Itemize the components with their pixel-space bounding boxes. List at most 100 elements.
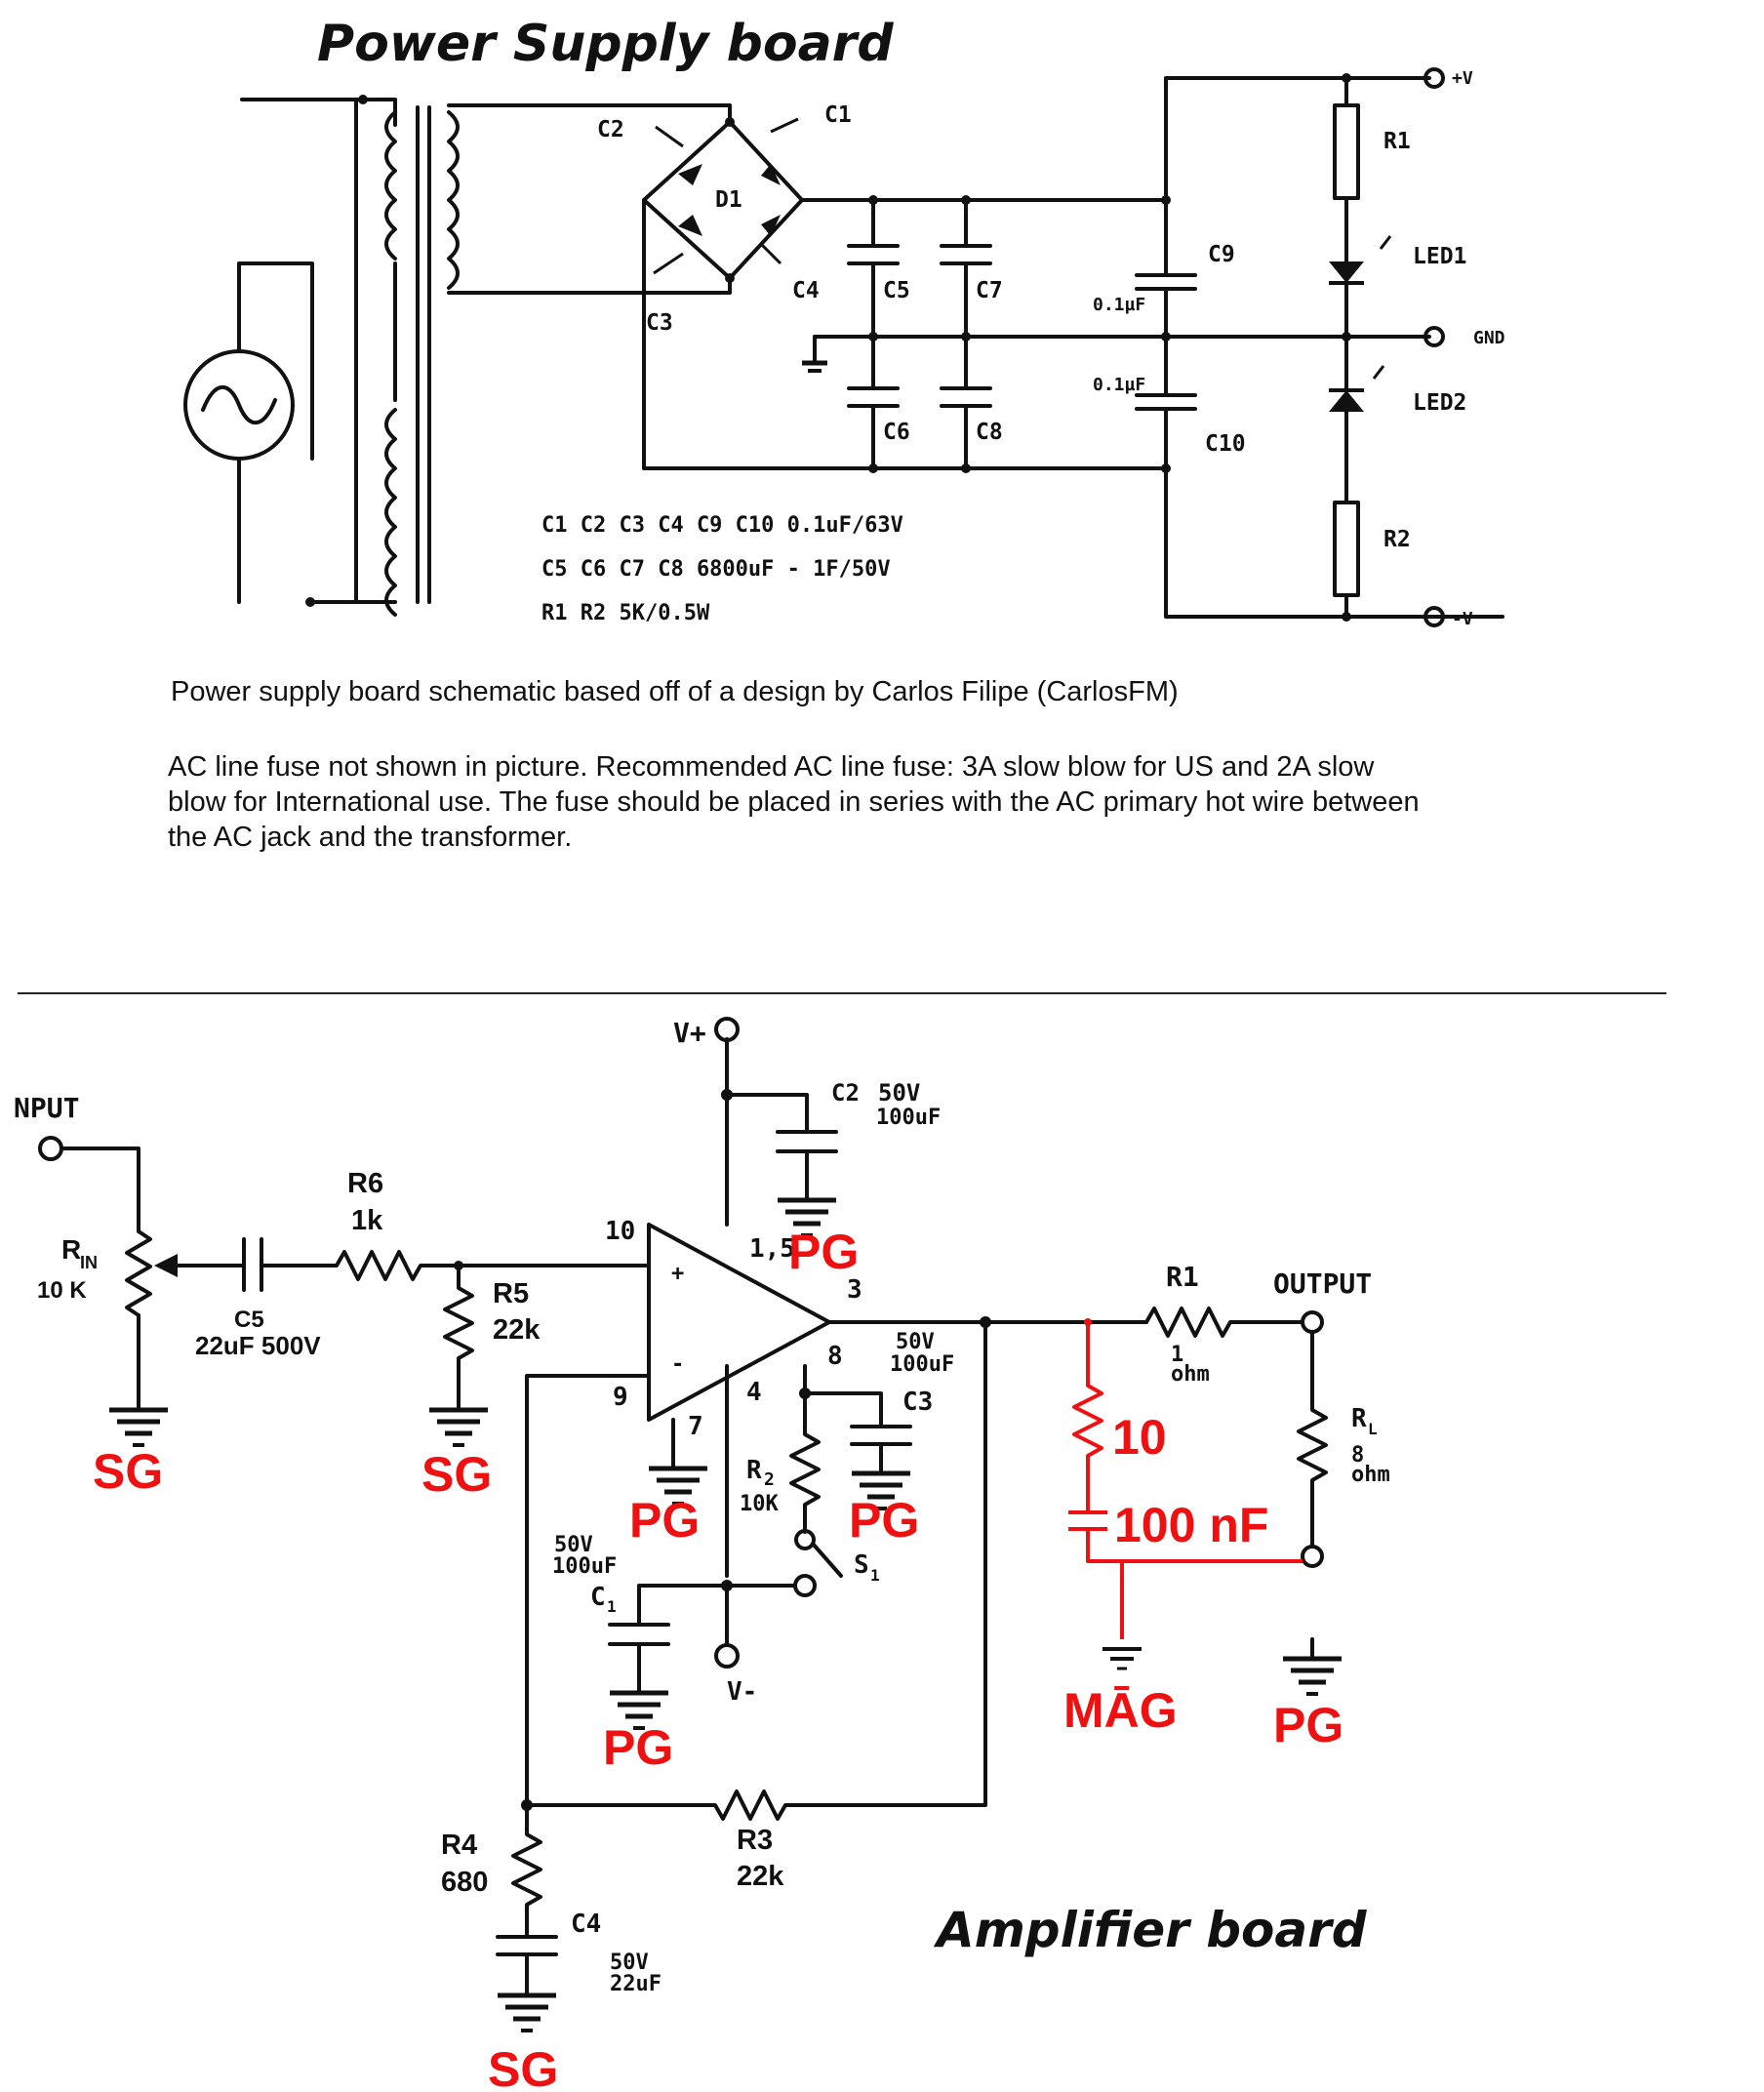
ps-label-c6: C6 [883, 420, 910, 445]
ps-note-fuse-line-1: AC line fuse not shown in picture. Recom… [168, 751, 1375, 783]
r4-c4-network [496, 1803, 558, 1997]
amp-pin-15: 1,5 [749, 1234, 795, 1264]
amp-label-rl-unit: ohm [1351, 1463, 1390, 1487]
amp-label-r3: R3 [737, 1825, 773, 1856]
power-supply-board: Power Supply board [168, 15, 1505, 853]
amp-label-rin-value: 10 K [37, 1277, 87, 1304]
amp-label-c1-sub: 1 [607, 1597, 617, 1616]
amp-label-r6-value: 1k [351, 1205, 383, 1236]
amp-label-vplus: V+ [673, 1017, 706, 1049]
amp-label-r1-value: 1 [1171, 1343, 1183, 1367]
c1-capacitor [608, 1584, 797, 1695]
amp-label-r2: R [746, 1456, 762, 1485]
rin-potentiometer [125, 1229, 152, 1317]
bridge-rectifier [642, 117, 1168, 470]
input-terminal [38, 1136, 63, 1161]
pg-label-c1: PG [603, 1720, 673, 1775]
amp-label-rl-value: 8 [1351, 1443, 1364, 1468]
ps-label-r1: R1 [1383, 129, 1411, 154]
amp-label-r1: R1 [1166, 1261, 1199, 1293]
sg-label-input: SG [93, 1444, 163, 1499]
amp-label-r4-value: 680 [441, 1867, 488, 1898]
amp-input-minus: - [671, 1352, 684, 1377]
ps-label-c4: C4 [792, 278, 820, 303]
transformer [240, 95, 732, 617]
pg-label-pin7: PG [629, 1493, 700, 1548]
amp-label-rin-sub: IN [80, 1253, 98, 1272]
amp-label-input: NPUT [14, 1092, 79, 1124]
rl-load [1297, 1330, 1328, 1549]
zobel-network [1068, 1318, 1303, 1670]
amp-pin-8: 8 [827, 1342, 843, 1371]
amplifier-title: Amplifier board [933, 1902, 1368, 1958]
amp-label-vminus: V- [727, 1677, 757, 1707]
ps-note-design: Power supply board schematic based off o… [171, 676, 1179, 707]
amp-label-r5-value: 22k [493, 1314, 541, 1346]
ps-bom-line-3: R1 R2 5K/0.5W [541, 601, 710, 625]
sg-label-r5: SG [421, 1447, 492, 1502]
vplus-terminal [714, 1017, 740, 1042]
amp-label-c3: C3 [902, 1388, 933, 1417]
ps-label-c9: C9 [1208, 242, 1235, 267]
amp-label-c3-voltage: 50V [896, 1330, 935, 1354]
power-amp-ic [647, 1223, 831, 1422]
power-supply-title: Power Supply board [317, 15, 894, 73]
zobel-resistor-annotation: 10 [1112, 1410, 1167, 1465]
amp-label-c4-value: 22uF [610, 1972, 662, 1996]
amp-label-r3-value: 22k [737, 1861, 784, 1892]
amp-pin-9: 9 [613, 1383, 628, 1412]
amp-input-plus: + [671, 1262, 684, 1286]
amp-label-r5: R5 [493, 1278, 529, 1309]
led-divider [1329, 67, 1445, 627]
amp-label-r6: R6 [347, 1168, 383, 1199]
ps-label-led1: LED1 [1413, 244, 1466, 269]
ps-label-c8: C8 [976, 420, 1003, 445]
r3-resistor [525, 1320, 987, 1821]
ps-label-c1: C1 [824, 102, 852, 128]
ps-label-d1: D1 [715, 187, 742, 213]
pg-label-output: PG [1273, 1698, 1343, 1752]
ps-label-vminus: -V [1452, 609, 1473, 629]
pg-label-c2: PG [788, 1225, 859, 1279]
r2-resistor [789, 1391, 821, 1534]
amp-label-r1-unit: ohm [1171, 1362, 1210, 1387]
amp-pin-3: 3 [847, 1275, 862, 1305]
amp-label-c3-value: 100uF [890, 1352, 954, 1377]
ps-label-c3: C3 [646, 310, 673, 336]
mag-label: MĀG [1063, 1683, 1178, 1738]
ps-label-r2: R2 [1383, 527, 1411, 552]
amp-pin-7: 7 [688, 1412, 703, 1441]
sg-label-c4: SG [488, 2042, 558, 2092]
amp-label-rl: R [1351, 1404, 1367, 1433]
ps-note-fuse-line-3: the AC jack and the transformer. [168, 822, 572, 853]
ps-bom-line-1: C1 C2 C3 C4 C9 C10 0.1uF/63V [541, 513, 903, 538]
amp-label-c4: C4 [571, 1910, 601, 1939]
ps-label-vplus: +V [1452, 68, 1473, 89]
vminus-terminal [714, 1643, 740, 1669]
output-terminal [1301, 1310, 1324, 1334]
filter-capacitors [802, 195, 1348, 473]
pg-label-c3: PG [849, 1493, 919, 1548]
amp-label-c4-voltage: 50V [610, 1951, 649, 1975]
s1-switch [811, 1542, 843, 1578]
amp-label-s1: S [854, 1550, 869, 1580]
r1-resistor [1144, 1307, 1304, 1338]
amp-label-c2-value: 100uF [876, 1106, 941, 1130]
decoupling-caps [1135, 76, 1504, 619]
amp-label-c1-voltage: 50V [554, 1533, 593, 1557]
ps-label-c9-value: 0.1µF [1093, 295, 1145, 315]
amp-label-r2-value: 10K [740, 1492, 779, 1516]
r5-resistor [443, 1264, 474, 1412]
zobel-capacitor-annotation: 100 nF [1114, 1498, 1268, 1552]
r6-resistor [260, 1250, 651, 1281]
ps-label-c10-value: 0.1µF [1093, 375, 1145, 395]
c2-capacitor [725, 1093, 838, 1202]
ps-label-gnd: GND [1473, 328, 1505, 348]
amplifier-board: NPUT R IN 10 K C5 22uF 500V R6 1k R5 22k… [14, 1017, 1390, 2092]
amp-pin-10: 10 [605, 1217, 635, 1246]
amp-label-c5-value: 22uF 500V [195, 1331, 321, 1360]
ps-label-led2: LED2 [1413, 390, 1466, 416]
amp-label-s1-sub: 1 [870, 1566, 880, 1585]
amp-label-r4: R4 [441, 1830, 477, 1861]
